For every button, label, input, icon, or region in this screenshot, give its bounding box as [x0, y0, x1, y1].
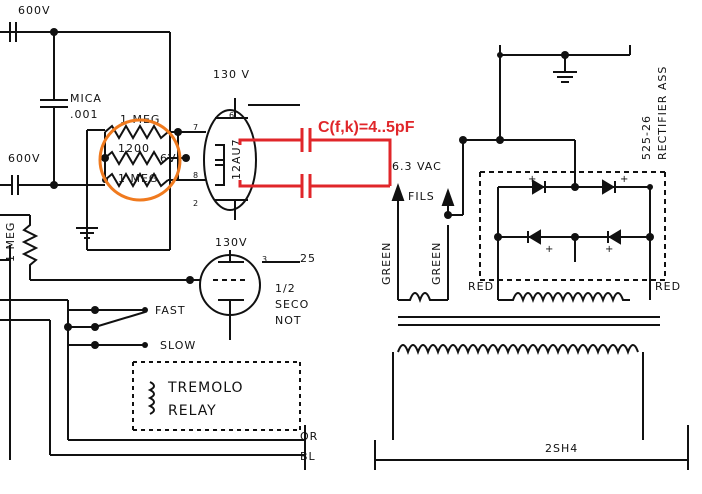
- junction-dots: [50, 28, 654, 349]
- label-bl: BL: [300, 450, 316, 463]
- label-rect-part: 525-26: [640, 115, 653, 160]
- label-600v-top: 600V: [18, 4, 51, 17]
- label-relay: RELAY: [168, 403, 217, 419]
- svg-text:+: +: [528, 174, 536, 185]
- wiring: [0, 22, 689, 470]
- label-slow: SLOW: [160, 339, 196, 352]
- svg-text:+: +: [605, 244, 613, 255]
- highlight-circle: [98, 118, 182, 202]
- label-half: 1/2: [275, 282, 296, 295]
- label-tremolo: TREMOLO: [167, 380, 244, 396]
- label-130v-top: 130 V: [213, 68, 250, 81]
- label-6v: 6V: [160, 152, 177, 165]
- label-1200: 1200: [118, 142, 150, 155]
- label-6-3-vac: 6.3 VAC: [392, 160, 442, 173]
- label-pin-2: 2: [193, 199, 199, 208]
- label-green-2: GREEN: [430, 242, 443, 285]
- label-130v-mid: 130V: [215, 236, 248, 249]
- svg-text:+: +: [545, 244, 553, 255]
- svg-text:+: +: [620, 174, 628, 185]
- label-second: SECO: [275, 298, 309, 311]
- label-mica: MICA: [70, 92, 102, 105]
- label-600v-mid: 600V: [8, 152, 41, 165]
- label-tube-12au7: 12AU7: [230, 138, 243, 180]
- diode-polarity-marks: + + + +: [528, 174, 628, 255]
- parasitic-capacitor-annotation: [238, 128, 392, 198]
- label-fils: FILS: [408, 190, 435, 203]
- label-pin-7: 7: [193, 123, 199, 132]
- label-25: 25: [300, 252, 316, 265]
- label-fast: FAST: [155, 304, 186, 317]
- label-mica-value: .001: [70, 108, 99, 121]
- capacitance-annotation-text: C(f,k)=4..5pF: [318, 119, 415, 136]
- label-red-left: RED: [468, 280, 494, 293]
- label-pin-8: 8: [193, 171, 199, 180]
- label-pin-3: 3: [262, 255, 268, 264]
- label-green-1: GREEN: [380, 242, 393, 285]
- label-transformer: 2SH4: [545, 442, 578, 455]
- label-or: OR: [300, 430, 318, 443]
- label-not: NOT: [275, 314, 302, 327]
- label-1meg-left: 1 MEG: [4, 222, 17, 262]
- label-1meg-bottom: 1 MEG: [118, 172, 158, 185]
- label-red-right: RED: [655, 280, 681, 293]
- label-rect-name: RECTIFIER ASS: [656, 66, 669, 160]
- label-pin-6: 6: [229, 111, 235, 120]
